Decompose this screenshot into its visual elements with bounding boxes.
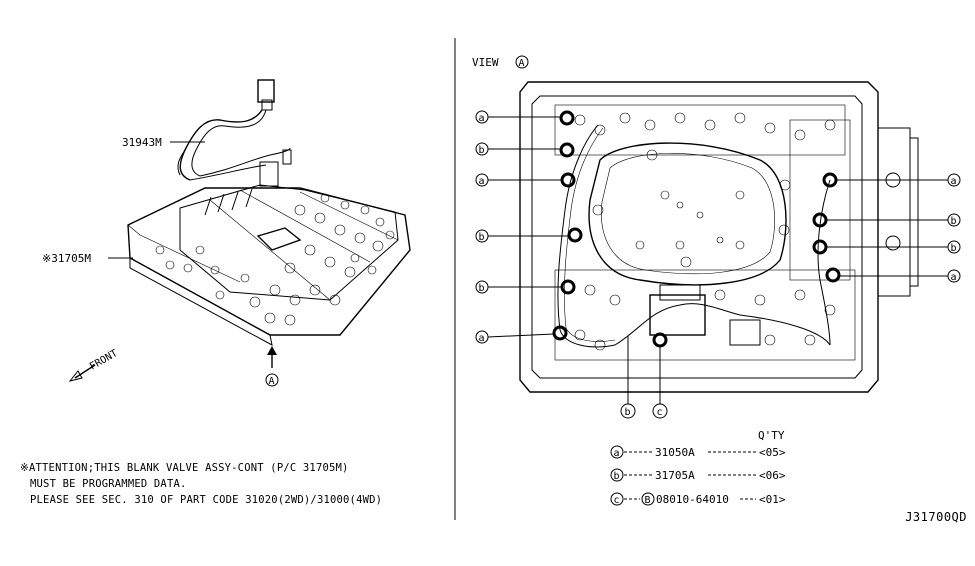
- callout-b-3: b: [479, 283, 485, 294]
- legend-key-a: a: [614, 448, 620, 459]
- legend-qty-a: <05>: [759, 446, 786, 459]
- front-label: FRONT: [88, 348, 120, 373]
- valve-body-assembly-drawing: [127, 149, 411, 346]
- callout-b-4: b: [951, 216, 957, 227]
- callout-a-2: a: [479, 176, 485, 187]
- callout-a-4: a: [951, 176, 957, 187]
- legend-part-c: 08010-64010: [656, 493, 729, 506]
- callout-b-6: b: [625, 407, 631, 418]
- callout-b-1: b: [479, 145, 485, 156]
- callout-a-5: a: [951, 272, 957, 283]
- legend-key-b: b: [614, 471, 620, 482]
- legend-bolt-prefix-c: B: [645, 495, 651, 506]
- legend-part-b: 31705A: [655, 469, 695, 482]
- legend-qty-b: <06>: [759, 469, 786, 482]
- legend-table: Q'TY a 31050A <05> b 31705A <06> c B 080…: [610, 429, 786, 506]
- note-line-1: ※ATTENTION;THIS BLANK VALVE ASSY-CONT (P…: [20, 462, 349, 474]
- note-line-3: PLEASE SEE SEC. 310 OF PART CODE 31020(2…: [30, 494, 383, 506]
- view-marker-circle-left: [265, 373, 279, 387]
- callout-a-1: a: [479, 113, 485, 124]
- view-marker-circle-right: [515, 55, 529, 69]
- view-title: VIEW: [472, 56, 499, 69]
- legend-qty-header: Q'TY: [758, 429, 785, 442]
- callout-b-5: b: [951, 243, 957, 254]
- callouts-left: a b a b b a: [475, 110, 569, 344]
- view-marker-right: A: [519, 58, 525, 69]
- attention-note: ※ATTENTION;THIS BLANK VALVE ASSY-CONT (P…: [20, 460, 382, 508]
- note-line-2: MUST BE PROGRAMMED DATA.: [30, 478, 187, 490]
- front-arrow: FRONT: [68, 348, 120, 382]
- callout-c-1: c: [657, 407, 663, 418]
- bolt-markers: [552, 110, 841, 348]
- part-label-harness: 31943M: [122, 136, 162, 149]
- callout-a-3: a: [479, 333, 485, 344]
- part-label-valve-assy: ※31705M: [42, 252, 91, 265]
- view-arrow-head: [267, 346, 277, 355]
- callout-b-2: b: [479, 232, 485, 243]
- legend-key-c: c: [614, 495, 620, 506]
- harness-drawing: [177, 79, 291, 181]
- legend-part-a: 31050A: [655, 446, 695, 459]
- drawing-code: J31700QD: [905, 510, 967, 524]
- callouts-bottom: b c: [620, 336, 668, 419]
- legend-qty-c: <01>: [759, 493, 786, 506]
- valve-body-view-a-drawing: [519, 81, 919, 393]
- callouts-right: a b b a: [826, 173, 961, 283]
- view-marker-left: A: [269, 376, 275, 387]
